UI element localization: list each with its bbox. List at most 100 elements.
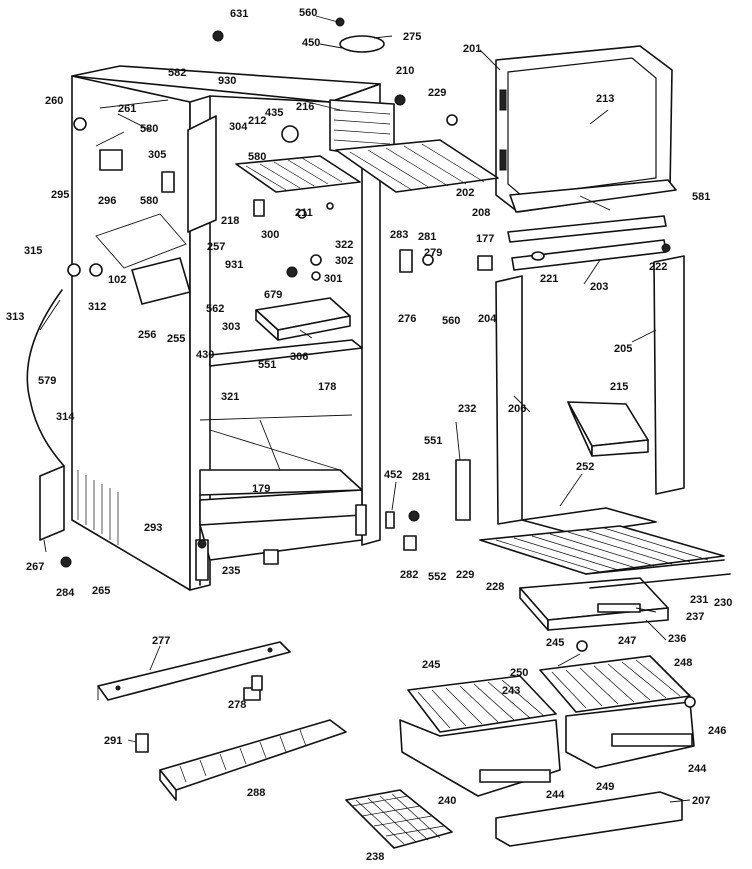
part-number-label: 267	[26, 561, 44, 573]
part-number-label: 313	[6, 311, 24, 323]
shelf-216	[329, 99, 395, 161]
part-number-label: 179	[252, 483, 270, 495]
part-number-label: 281	[418, 231, 436, 243]
part-number-label: 207	[692, 795, 710, 807]
part-number-label: 204	[478, 313, 497, 325]
part-number-label: 240	[438, 795, 456, 807]
crisper-pan-left	[399, 719, 561, 797]
door-bar	[509, 179, 677, 213]
part-number-label: 235	[222, 565, 240, 577]
part-number-label: 244	[546, 789, 565, 801]
part-number-label: 205	[614, 343, 632, 355]
part-number-label: 245	[546, 637, 564, 649]
bracket-102	[95, 213, 187, 269]
part-number-label: 210	[396, 65, 414, 77]
part-number-label: 306	[290, 351, 308, 363]
part-number-label: 177	[476, 233, 494, 245]
part-number-label: 631	[230, 8, 248, 20]
part-number-label: 278	[228, 699, 246, 711]
part-number-label: 303	[222, 321, 240, 333]
part-number-label: 212	[248, 115, 266, 127]
part-number-label: 261	[118, 103, 136, 115]
part-number-label: 244	[688, 763, 707, 775]
part-number-label: 679	[264, 289, 282, 301]
control-housing	[255, 297, 351, 341]
part-number-label: 208	[472, 207, 490, 219]
part-number-label: 430	[196, 349, 214, 361]
part-number-label: 245	[422, 659, 440, 671]
part-number-label: 581	[692, 191, 710, 203]
part-number-label: 276	[398, 313, 416, 325]
crisper-cover-right	[539, 655, 691, 713]
part-number-label: 931	[225, 259, 243, 271]
part-number-label: 216	[296, 101, 314, 113]
part-number-label: 279	[424, 247, 442, 259]
part-number-label: 252	[576, 461, 594, 473]
part-number-label: 283	[390, 229, 408, 241]
shelf-217	[335, 139, 499, 193]
part-number-label: 281	[412, 471, 430, 483]
part-number-label: 255	[167, 333, 185, 345]
part-number-label: 450	[302, 37, 320, 49]
grille	[345, 789, 453, 849]
part-number-label: 248	[674, 657, 692, 669]
leader-lines	[39, 15, 691, 803]
part-number-label: 302	[335, 255, 353, 267]
part-number-label: 246	[708, 725, 726, 737]
part-number-label: 580	[140, 195, 158, 207]
rail	[97, 641, 291, 701]
panel-267	[39, 465, 65, 541]
part-number-label: 315	[24, 245, 42, 257]
part-number-label: 236	[668, 633, 686, 645]
part-number-label: 265	[92, 585, 110, 597]
part-number-label: 222	[649, 261, 667, 273]
part-number-label: 237	[686, 611, 704, 623]
part-number-label: 562	[206, 303, 224, 315]
clip-291	[135, 733, 149, 753]
part-number-label: 296	[98, 195, 116, 207]
part-number-label: 582	[168, 67, 186, 79]
part-number-label: 551	[258, 359, 276, 371]
part-number-label: 231	[690, 594, 708, 606]
part-number-label: 229	[456, 569, 474, 581]
part-number-label: 247	[618, 635, 636, 647]
part-number-label: 243	[502, 685, 520, 697]
part-number-label: 282	[400, 569, 418, 581]
part-number-label: 232	[458, 403, 476, 415]
part-number-label: 301	[324, 273, 342, 285]
part-number-label: 930	[218, 75, 236, 87]
bottom-bar	[495, 791, 683, 847]
part-number-label: 260	[45, 95, 63, 107]
small-parts	[60, 17, 696, 708]
part-number-label: 288	[247, 787, 265, 799]
part-number-label: 250	[510, 667, 528, 679]
part-number-label: 560	[299, 7, 317, 19]
main-shelf	[479, 525, 725, 575]
part-number-label: 579	[38, 375, 56, 387]
crisper-cover-left	[407, 675, 557, 733]
part-number-label: 295	[51, 189, 69, 201]
part-number-label: 102	[108, 274, 126, 286]
part-number-label: 229	[428, 87, 446, 99]
part-number-label: 221	[540, 273, 558, 285]
part-number-label: 178	[318, 381, 336, 393]
dairy-bin	[567, 401, 649, 457]
part-number-label: 312	[88, 301, 106, 313]
part-number-label: 314	[56, 411, 75, 423]
part-number-label: 304	[229, 121, 248, 133]
part-number-label: 560	[442, 315, 460, 327]
part-number-label: 321	[221, 391, 239, 403]
part-number-label: 203	[590, 281, 608, 293]
part-number-label: 580	[140, 123, 158, 135]
part-number-label: 215	[610, 381, 628, 393]
part-number-label: 552	[428, 571, 446, 583]
freezer-shelf	[235, 155, 361, 193]
part-number-label: 293	[144, 522, 162, 534]
part-number-label: 213	[596, 93, 614, 105]
strip-208	[507, 215, 667, 243]
part-number-label: 249	[596, 781, 614, 793]
part-number-label: 291	[104, 735, 122, 747]
control-panel	[187, 115, 217, 233]
part-number-label: 322	[335, 239, 353, 251]
